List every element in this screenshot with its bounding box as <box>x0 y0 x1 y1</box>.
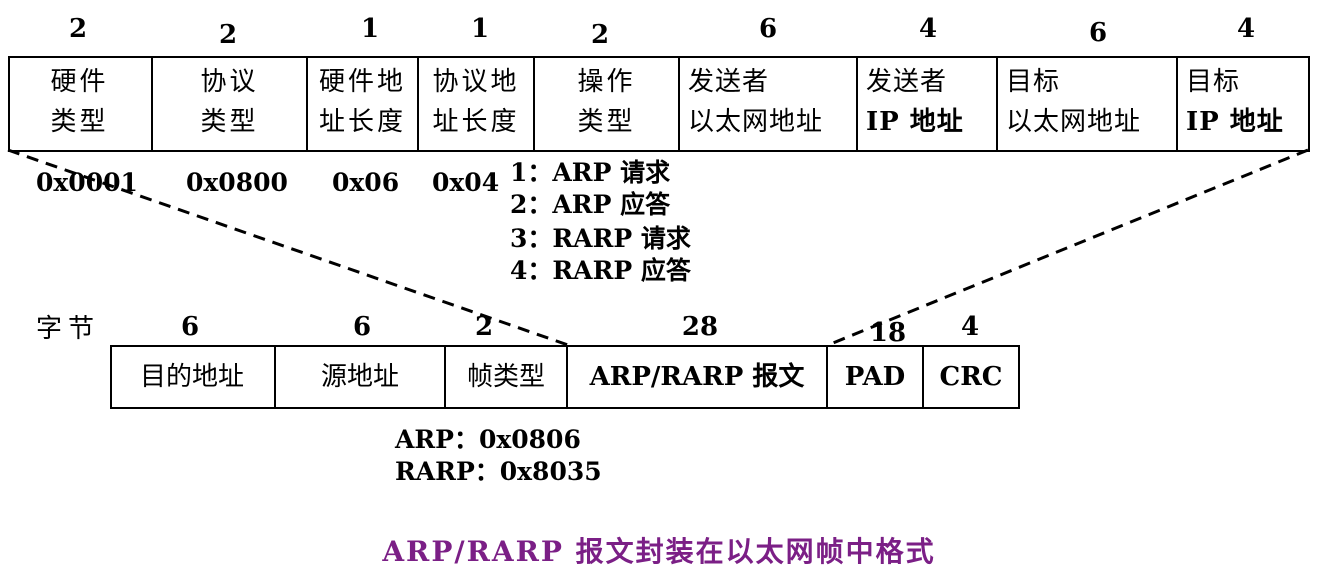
operation-rarp-reply: 4：RARP 应答 <box>510 256 691 285</box>
field-sender-mac: 发送者以太网地址 <box>680 56 858 152</box>
arp-bytecount-proto-type: 2 <box>218 20 238 50</box>
field-protocol-type: 协议类型 <box>153 56 308 152</box>
frame-type-rarp: RARP：0x8035 <box>395 457 602 486</box>
frame-field-crc: CRC <box>939 362 1003 392</box>
ethernet-frame-box <box>110 345 1020 409</box>
field-hardware-addr-len: 硬件地址长度 <box>308 56 419 152</box>
arp-bytecount-target-ip: 4 <box>1236 14 1256 44</box>
value-hardware-type: 0x0001 <box>36 168 138 197</box>
frame-field-src-addr: 源地址 <box>276 345 446 409</box>
field-protocol-addr-len: 协议地址长度 <box>419 56 535 152</box>
arp-bytecount-sender-ip: 4 <box>918 14 938 44</box>
frame-field-type: 帧类型 <box>446 345 568 409</box>
right-connector-line <box>827 148 1309 347</box>
frame-field-payload: ARP/RARP 报文 <box>568 345 828 409</box>
arp-packet-box <box>8 56 1310 152</box>
arp-bytecount-target-mac: 6 <box>1088 18 1108 48</box>
frame-bytecount-type: 2 <box>474 312 494 342</box>
value-protocol-addr-len: 0x04 <box>432 168 500 197</box>
frame-type-arp: ARP：0x0806 <box>395 425 581 454</box>
frame-bytecount-crc: 4 <box>960 312 980 342</box>
value-hardware-addr-len: 0x06 <box>332 168 400 197</box>
bytes-label: 字节 <box>36 314 101 344</box>
frame-bytecount-pad: 18 <box>869 318 907 348</box>
field-target-mac: 目标以太网地址 <box>998 56 1178 152</box>
operation-arp-reply: 2：ARP 应答 <box>510 190 671 219</box>
frame-bytecount-payload: 28 <box>681 312 719 342</box>
frame-field-dest-addr: 目的地址 <box>110 345 276 409</box>
arp-bytecount-proto-len: 1 <box>470 14 490 44</box>
arp-bytecount-hw-type: 2 <box>68 14 88 44</box>
operation-arp-request: 1：ARP 请求 <box>510 158 671 187</box>
figure-caption: ARP/RARP 报文封装在以太网帧中格式 <box>382 535 936 568</box>
frame-bytecount-src: 6 <box>352 312 372 342</box>
arp-bytecount-op: 2 <box>590 20 610 50</box>
field-hardware-type: 硬件类型 <box>8 56 153 152</box>
frame-bytecount-dest: 6 <box>180 312 200 342</box>
arp-bytecount-hw-len: 1 <box>360 14 380 44</box>
value-protocol-type: 0x0800 <box>186 168 288 197</box>
field-operation-type: 操作类型 <box>535 56 680 152</box>
arp-bytecount-sender-mac: 6 <box>758 14 778 44</box>
frame-field-pad: PAD <box>828 345 924 409</box>
operation-rarp-request: 3：RARP 请求 <box>510 224 691 253</box>
